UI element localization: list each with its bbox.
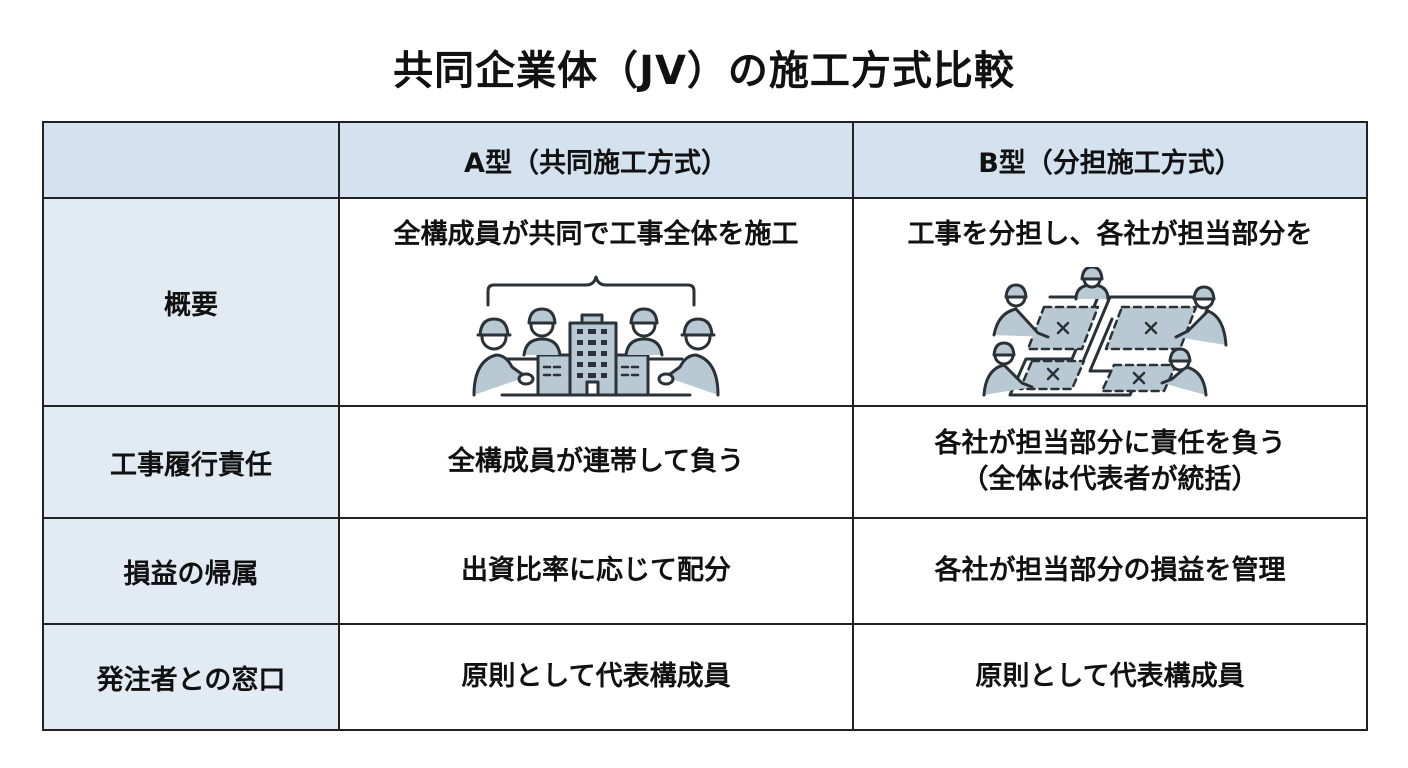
table-header-row: A型（共同施工方式） B型（分担施工方式） [42,121,1368,199]
cell-profit-loss-a: 出資比率に応じて配分 [338,517,854,625]
row-label-overview: 概要 [42,197,340,407]
comparison-table: A型（共同施工方式） B型（分担施工方式） 概要 全構成員が共同で工事全体を施工 [42,121,1368,731]
overview-a-text: 全構成員が共同で工事全体を施工 [393,219,799,250]
responsibility-b-line2: （全体は代表者が統括） [961,464,1259,495]
overview-b-text: 工事を分担し、各社が担当部分を [907,219,1313,250]
cell-profit-loss-b: 各社が担当部分の損益を管理 [852,517,1368,625]
row-label-profit-loss: 損益の帰属 [42,517,340,625]
cell-overview-a: 全構成員が共同で工事全体を施工 [338,197,854,407]
cell-responsibility-b: 各社が担当部分に責任を負う （全体は代表者が統括） [852,405,1368,519]
table-row-responsibility: 工事履行責任 全構成員が連帯して負う 各社が担当部分に責任を負う （全体は代表者… [42,405,1368,519]
cell-client-contact-b: 原則として代表構成員 [852,623,1368,731]
cell-overview-b: 工事を分担し、各社が担当部分を [852,197,1368,407]
table-row-client-contact: 発注者との窓口 原則として代表構成員 原則として代表構成員 [42,623,1368,731]
header-type-a: A型（共同施工方式） [338,121,854,199]
joint-construction-illustration-icon [340,267,852,397]
header-type-b: B型（分担施工方式） [852,121,1368,199]
header-corner [42,121,340,199]
page-title: 共同企業体（JV）の施工方式比較 [393,48,1015,94]
row-label-client-contact: 発注者との窓口 [42,623,340,731]
responsibility-b-line1: 各社が担当部分に責任を負う [934,428,1286,459]
cell-responsibility-a: 全構成員が連帯して負う [338,405,854,519]
row-label-responsibility: 工事履行責任 [42,405,340,519]
divided-construction-illustration-icon [854,267,1366,397]
table-row-profit-loss: 損益の帰属 出資比率に応じて配分 各社が担当部分の損益を管理 [42,517,1368,625]
cell-client-contact-a: 原則として代表構成員 [338,623,854,731]
table-row-overview: 概要 全構成員が共同で工事全体を施工 [42,197,1368,407]
